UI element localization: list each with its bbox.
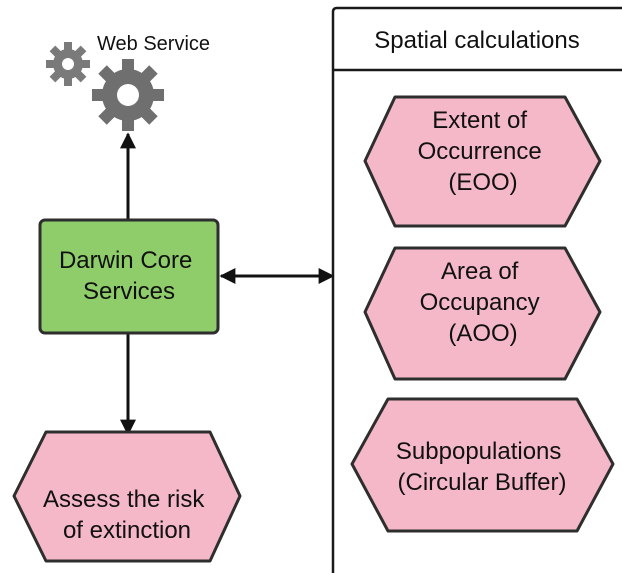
darwin-core-line-1: Darwin Core <box>59 247 192 274</box>
assess-risk-hexagon: Assess the risk of extinction <box>12 430 242 563</box>
darwin-core-services-box: Darwin Core Services <box>38 218 220 335</box>
large-gear-icon <box>92 59 164 131</box>
svg-text:Subpopulations (Circul: Subpopulations (Circular Buffer) <box>396 438 568 496</box>
aoo-line-2: Occupancy <box>420 289 540 316</box>
eoo-line-3: (EOO) <box>448 169 517 196</box>
assess-line-1: Assess the risk <box>43 486 205 513</box>
svg-text:Extent of Occurrence: Extent of Occurrence (EOO) <box>418 107 549 196</box>
subpopulations-line-2: (Circular Buffer) <box>398 469 567 496</box>
svg-text:Assess the risk of extin: Assess the risk of extinction <box>43 486 211 544</box>
small-gear-icon <box>46 42 90 86</box>
aoo-hexagon: Area of Occupancy (AOO) <box>363 246 602 381</box>
panel-title: Spatial calculations <box>374 27 579 54</box>
eoo-hexagon: Extent of Occurrence (EOO) <box>363 95 602 228</box>
darwin-core-line-2: Services <box>83 278 175 305</box>
aoo-line-1: Area of <box>441 258 519 285</box>
subpopulations-line-1: Subpopulations <box>396 438 561 465</box>
spatial-calculations-panel: Spatial calculations Extent of Occurrenc… <box>331 6 622 573</box>
aoo-line-3: (AOO) <box>448 320 517 347</box>
svg-text:Darwin Core Services: Darwin Core Services <box>59 247 199 305</box>
svg-text:Area of Occupancy: Area of Occupancy (AOO) <box>420 258 547 347</box>
web-service-label: Web Service <box>97 33 210 55</box>
eoo-line-1: Extent of <box>432 107 527 134</box>
subpopulations-hexagon: Subpopulations (Circular Buffer) <box>350 397 615 533</box>
eoo-line-2: Occurrence <box>418 138 542 165</box>
assess-line-2: of extinction <box>63 517 191 544</box>
gears-icon <box>46 42 164 131</box>
